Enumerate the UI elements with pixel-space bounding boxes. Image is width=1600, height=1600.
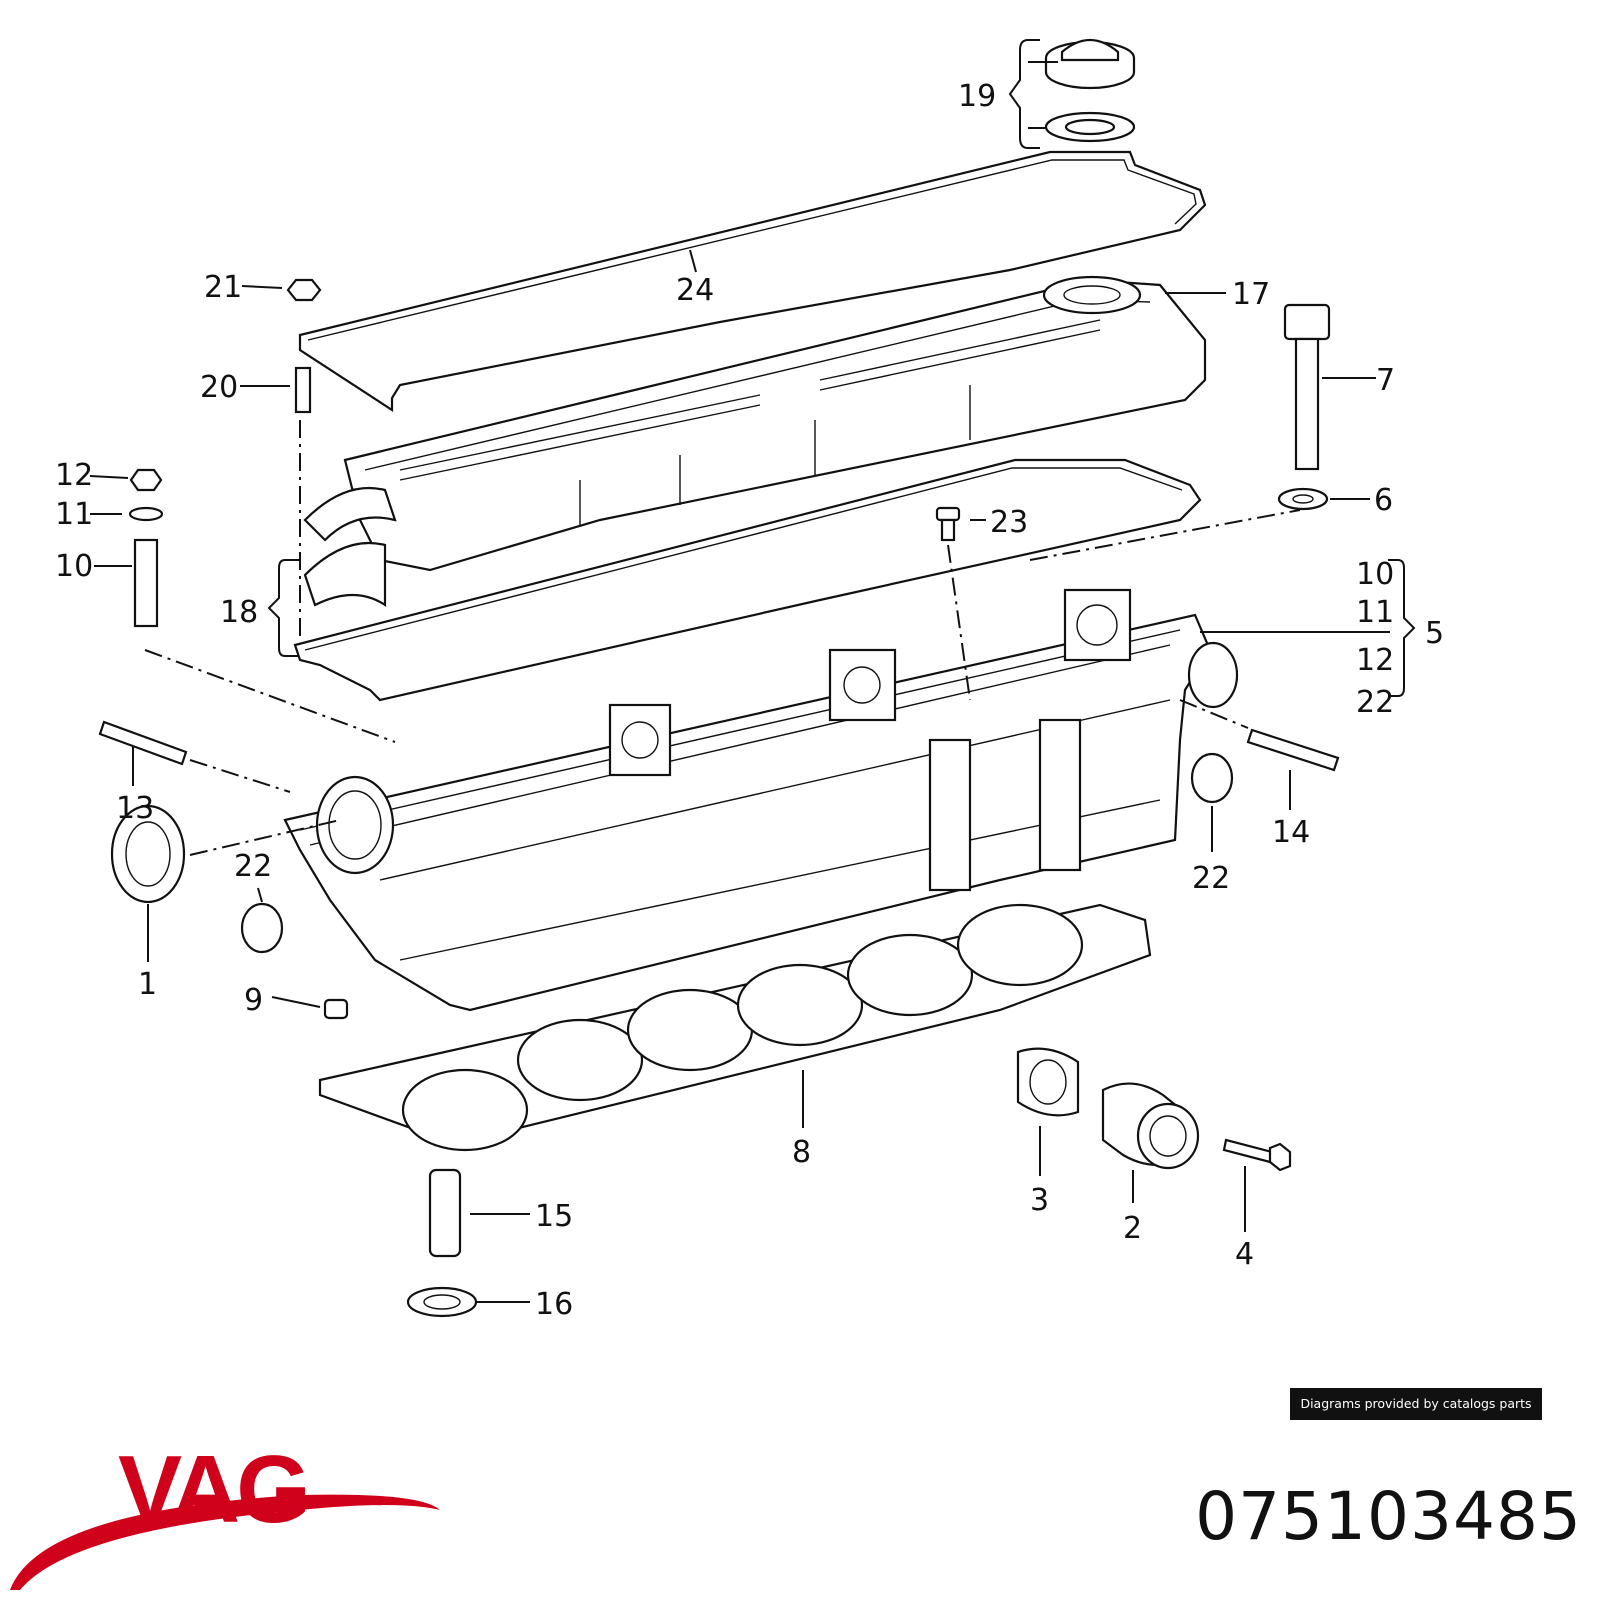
camshaft-bearing-3 — [1063, 588, 1132, 662]
part-number: 075103485 — [1195, 1478, 1582, 1555]
camshaft-rear-bore — [1187, 641, 1239, 709]
callout-3: 3 — [1030, 1183, 1049, 1218]
group-callout-22: 22 — [1356, 685, 1394, 720]
group-callout-11: 11 — [1356, 595, 1394, 630]
camshaft-bearing-2 — [828, 648, 897, 722]
cover-stud-20 — [294, 366, 312, 414]
callout-18: 18 — [220, 595, 258, 630]
stud-13 — [98, 720, 188, 766]
callout-5: 5 — [1425, 616, 1444, 651]
valve-seal-16 — [406, 1286, 478, 1318]
callout-17: 17 — [1232, 277, 1270, 312]
callout-8: 8 — [792, 1135, 811, 1170]
bearing-cap-nut-12 — [129, 468, 163, 492]
vag-logo: VAG — [10, 1440, 440, 1590]
valve-guide-15 — [428, 1168, 462, 1258]
cylinder-head — [283, 588, 1239, 1012]
camshaft-bearing-1 — [608, 703, 672, 777]
stud-14 — [1246, 728, 1340, 772]
cover-nut-21 — [286, 278, 322, 302]
callout-9: 9 — [244, 983, 263, 1018]
bolt-7 — [1283, 303, 1331, 471]
plug-9 — [323, 998, 349, 1020]
callout-7: 7 — [1376, 363, 1395, 398]
filler-cap-seal — [1044, 111, 1136, 143]
callout-20: 20 — [200, 370, 238, 405]
callout-2: 2 — [1123, 1211, 1142, 1246]
callout-4: 4 — [1235, 1237, 1254, 1272]
callout-14: 14 — [1272, 815, 1310, 850]
group-callout-10: 10 — [1356, 557, 1394, 592]
half-moon-seal-upper — [303, 486, 397, 542]
callout-22-front: 22 — [234, 849, 272, 884]
callout-23: 23 — [990, 505, 1028, 540]
plug-22-rear — [1190, 752, 1234, 804]
callout-1: 1 — [138, 967, 157, 1002]
callout-13: 13 — [116, 791, 154, 826]
coolant-flange-2 — [1101, 1082, 1200, 1170]
washer-11 — [128, 506, 164, 522]
callout-6: 6 — [1374, 483, 1393, 518]
callout-24: 24 — [676, 273, 714, 308]
bolt-4 — [1222, 1138, 1292, 1172]
diagram-credit: Diagrams provided by catalogs parts — [1290, 1388, 1542, 1420]
bearing-cap-stud-10 — [133, 538, 159, 628]
group-callout-12: 12 — [1356, 643, 1394, 678]
camshaft-front-bore — [315, 775, 395, 875]
plug-22-front — [240, 902, 284, 954]
camshaft-seal-1 — [110, 804, 186, 904]
callout-21: 21 — [204, 270, 242, 305]
washer-6 — [1277, 487, 1329, 511]
callout-22-rear: 22 — [1192, 861, 1230, 896]
callout-16: 16 — [535, 1287, 573, 1322]
callout-10: 10 — [55, 549, 93, 584]
cylinder-head-gasket — [318, 903, 1152, 1152]
oil-filler-cap — [1044, 39, 1136, 90]
bolt-23 — [935, 506, 961, 542]
callout-12: 12 — [55, 458, 93, 493]
callout-11: 11 — [55, 497, 93, 532]
valve-cover-upper-gasket — [298, 150, 1207, 413]
flange-gasket-3 — [1016, 1047, 1080, 1117]
callout-15: 15 — [535, 1199, 573, 1234]
half-moon-seal-lower — [303, 541, 387, 608]
callout-19: 19 — [958, 79, 996, 114]
